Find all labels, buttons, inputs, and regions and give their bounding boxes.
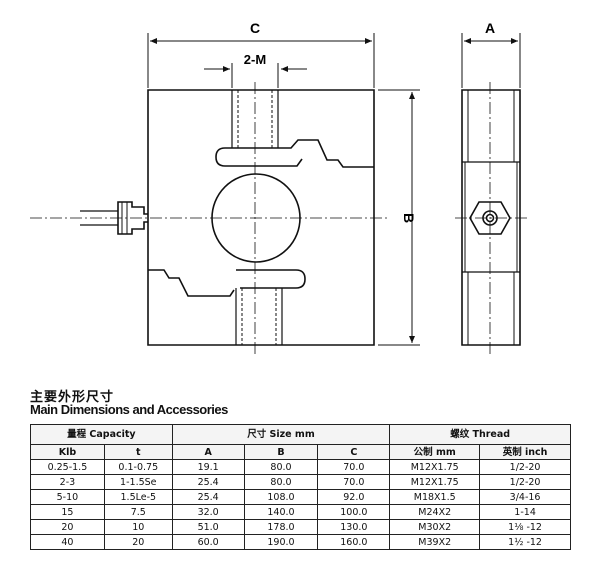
table-cell: 80.0 [243,459,319,475]
header-b: B [243,444,319,460]
table-cell: 160.0 [317,534,391,550]
table-cell: 190.0 [243,534,319,550]
table-cell: 1/2-20 [479,474,571,490]
table-cell: 140.0 [243,504,319,520]
table-cell: 1⅛ -12 [479,519,571,535]
table-cell: 100.0 [317,504,391,520]
dimension-b [378,89,420,346]
table-cell: M30X2 [389,519,481,535]
table-row: 5-10 1.5Le-5 25.4 108.0 92.0 M18X1.5 3/4… [30,489,571,505]
table-cell: 20 [30,519,105,535]
table-cell: 1-14 [479,504,571,520]
table-row: 2-3 1-1.5Se 25.4 80.0 70.0 M12X1.75 1/2-… [30,474,571,490]
table-cell: 1.5Le-5 [103,489,173,505]
dimension-c-label: C [250,20,260,36]
table-cell: 1/2-20 [479,459,571,475]
table-cell: 7.5 [103,504,173,520]
table-cell: 70.0 [317,459,391,475]
table-cell: 60.0 [171,534,245,550]
table-cell: 92.0 [317,489,391,505]
table-cell: 2-3 [30,474,105,490]
dimension-thread [204,63,307,88]
table-cell: M24X2 [389,504,481,520]
table-cell: 0.25-1.5 [30,459,105,475]
header-a: A [171,444,245,460]
header-t: t [103,444,173,460]
header-thread: 螺纹 Thread [389,424,571,445]
table-row: 0.25-1.5 0.1-0.75 19.1 80.0 70.0 M12X1.7… [30,459,571,475]
table-cell: M12X1.75 [389,474,481,490]
table-cell: 1½ -12 [479,534,571,550]
side-view [461,89,521,346]
table-cell: 108.0 [243,489,319,505]
table-cell: 25.4 [171,474,245,490]
table-cell: 130.0 [317,519,391,535]
table-cell: 51.0 [171,519,245,535]
dimension-a-label: A [485,20,495,36]
header-metric: 公制 mm [389,444,481,460]
table-row: 20 10 51.0 178.0 130.0 M30X2 1⅛ -12 [30,519,571,535]
table-cell: 80.0 [243,474,319,490]
header-inch: 英制 inch [479,444,571,460]
header-c: C [317,444,391,460]
load-cell-drawing: C 2-M B A [30,20,528,355]
side-center-lines [455,82,528,355]
dimension-a [461,33,521,88]
table-cell: 19.1 [171,459,245,475]
header-capacity: 量程 Capacity [30,424,173,445]
heading-chinese: 主要外形尺寸 [30,390,115,405]
table-cell: 40 [30,534,105,550]
dimension-thread-label: 2-M [244,52,266,67]
table-row: 15 7.5 32.0 140.0 100.0 M24X2 1-14 [30,504,571,520]
dimension-c [147,33,375,88]
table-cell: 0.1-0.75 [103,459,173,475]
table-cell: M39X2 [389,534,481,550]
table-cell: 15 [30,504,105,520]
table-row: 40 20 60.0 190.0 160.0 M39X2 1½ -12 [30,534,571,550]
table-cell: 10 [103,519,173,535]
table-cell: 70.0 [317,474,391,490]
header-klb: Klb [30,444,105,460]
table-cell: 25.4 [171,489,245,505]
table-cell: M12X1.75 [389,459,481,475]
table-cell: 20 [103,534,173,550]
table-cell: 5-10 [30,489,105,505]
dimension-b-label: B [401,213,417,223]
table-cell: M18X1.5 [389,489,481,505]
dimensions-table: 量程 Capacity 尺寸 Size mm 螺纹 Thread Klb t A… [30,424,571,550]
table-cell: 32.0 [171,504,245,520]
table-cell: 178.0 [243,519,319,535]
thread-hatching [237,90,277,345]
front-view [80,89,375,346]
heading-english: Main Dimensions and Accessories [30,402,228,417]
center-lines [30,82,388,355]
header-size: 尺寸 Size mm [171,424,391,445]
table-cell: 1-1.5Se [103,474,173,490]
table-cell: 3/4-16 [479,489,571,505]
